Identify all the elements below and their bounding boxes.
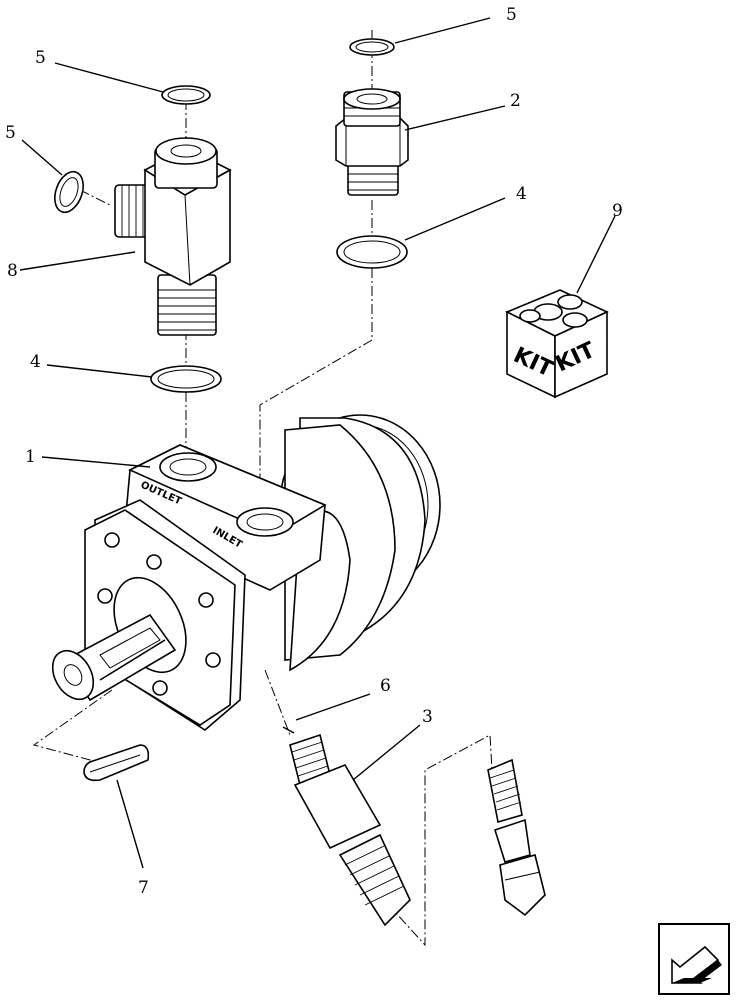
callout-4-right: 4	[516, 184, 527, 204]
callout-6: 6	[380, 676, 391, 696]
callout-5-top-right: 5	[506, 5, 517, 25]
previous-page-arrow-icon[interactable]	[658, 923, 730, 995]
seal-kit-box-9: KIT KIT	[505, 289, 609, 399]
callout-1: 1	[25, 447, 36, 467]
leader-lines	[19, 17, 616, 869]
o-ring-4-right	[336, 235, 408, 269]
shaft-key-8	[83, 744, 150, 782]
speed-sensor-3	[289, 733, 411, 927]
straight-fitting-2	[335, 88, 409, 196]
callout-3: 3	[422, 707, 433, 727]
callout-5-top-left: 5	[35, 48, 46, 68]
callout-5-side: 5	[5, 123, 16, 143]
o-ring-5-side	[54, 170, 84, 214]
callout-8: 7	[138, 878, 149, 898]
o-ring-5-top-left	[161, 85, 211, 105]
plug-6	[282, 726, 295, 734]
callout-9: 9	[612, 201, 623, 221]
o-ring-5-top-right	[349, 38, 395, 56]
callout-numbers: 5 5 5 2 4 9 8 4 1 6 3 7	[5, 5, 623, 898]
tee-fitting-7	[114, 137, 232, 336]
callout-4-left: 4	[30, 352, 41, 372]
speed-sensor-alternate	[487, 758, 546, 917]
o-ring-4-left	[150, 365, 222, 393]
callout-2: 2	[510, 91, 521, 111]
callout-7: 8	[7, 261, 18, 281]
hydraulic-motor-1: OUTLET INLET	[51, 414, 441, 731]
